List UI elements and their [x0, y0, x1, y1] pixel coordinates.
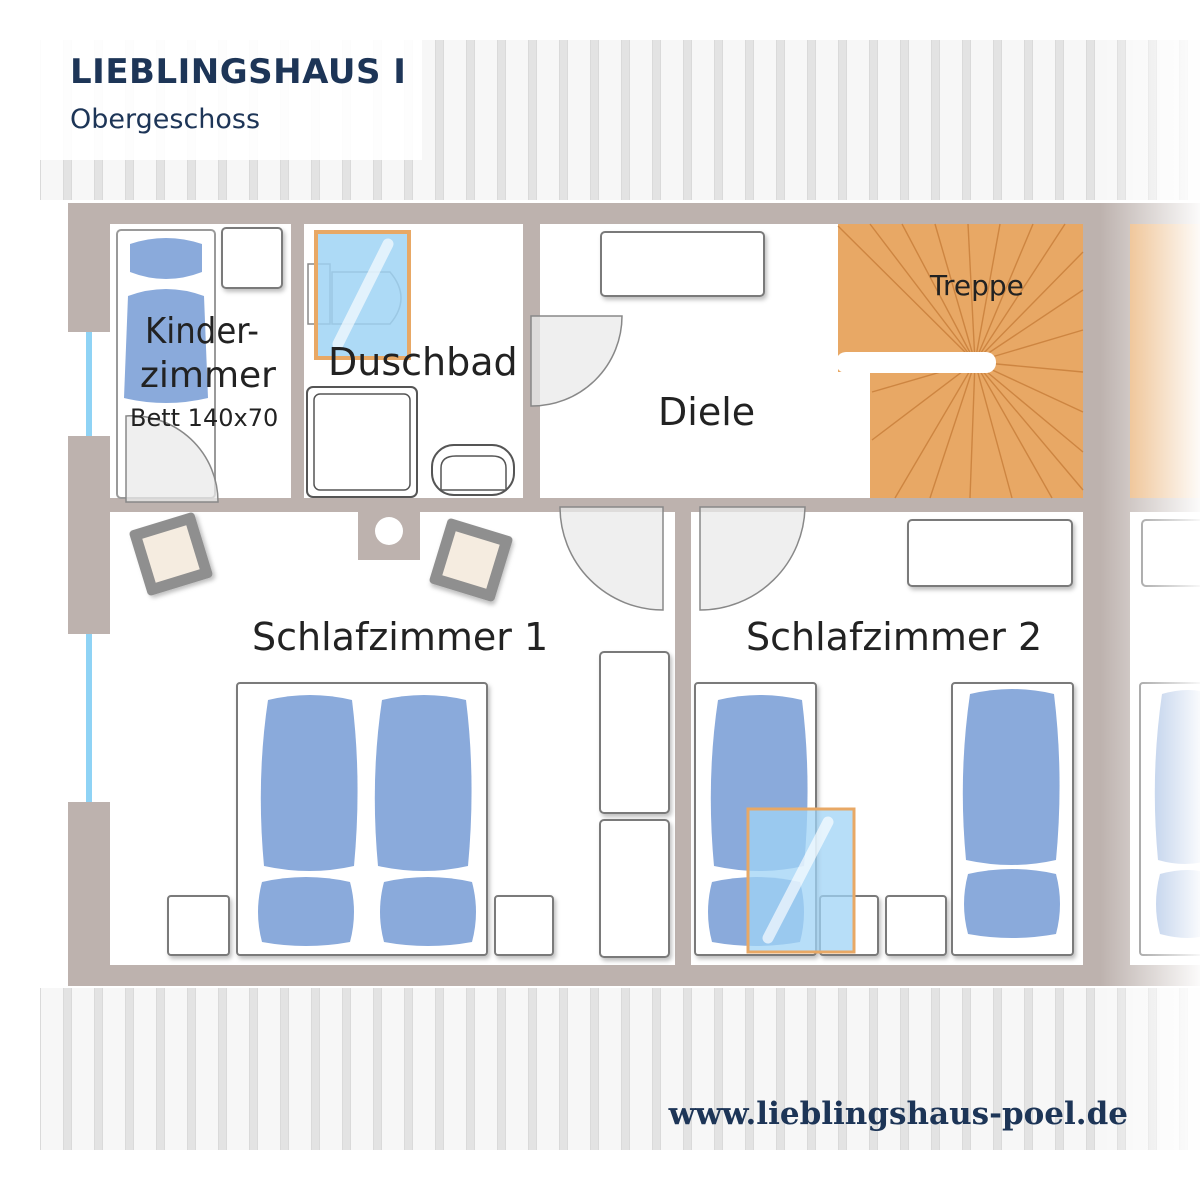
nightstand-2-right	[885, 895, 947, 956]
diele-cabinet	[600, 231, 765, 297]
roof-bottom	[40, 988, 1200, 1150]
stairs	[836, 223, 1200, 499]
window-left-lower-glass	[86, 634, 92, 802]
label-kinderzimmer-bed: Bett 140x70	[130, 404, 279, 432]
armchair-right	[429, 518, 513, 602]
schlafzimmer1-wardrobe-top	[599, 651, 670, 814]
label-duschbad: Duschbad	[328, 340, 518, 384]
title-panel	[40, 40, 422, 160]
label-treppe: Treppe	[930, 269, 1024, 302]
single-bed-right	[951, 682, 1074, 956]
double-bed	[236, 682, 488, 956]
kinderzimmer-door	[125, 415, 219, 503]
schlafzimmer1-wardrobe-bottom	[599, 819, 670, 958]
window-left-upper-glass	[86, 332, 92, 436]
schlafzimmer2-door	[699, 506, 806, 611]
bathroom-skylight	[314, 230, 411, 360]
schlafzimmer1-door	[559, 506, 664, 611]
page-subtitle: Obergeschoss	[70, 104, 261, 135]
label-schlafzimmer-2: Schlafzimmer 2	[746, 615, 1043, 659]
page-title: LIEBLINGSHAUS I	[70, 52, 407, 92]
bathtub	[306, 386, 418, 498]
kinderzimmer-nightstand	[221, 227, 283, 289]
right-room-bed	[1139, 682, 1200, 956]
chimney-icon	[375, 517, 403, 545]
label-diele: Diele	[658, 390, 756, 434]
armchair-left	[129, 512, 213, 596]
label-kinderzimmer-line2: zimmer	[140, 355, 276, 396]
website-link[interactable]: www.lieblingshaus-poel.de	[668, 1096, 1128, 1132]
bedroom-skylight	[746, 807, 856, 954]
diele-door	[530, 315, 623, 407]
nightstand-1-left	[167, 895, 230, 956]
right-room-cabinet	[1141, 519, 1200, 587]
nightstand-1-right	[494, 895, 554, 956]
washbasin	[431, 444, 515, 496]
label-schlafzimmer-1: Schlafzimmer 1	[252, 615, 549, 659]
schlafzimmer2-dresser	[907, 519, 1073, 587]
label-kinderzimmer-line1: Kinder-	[145, 311, 259, 352]
